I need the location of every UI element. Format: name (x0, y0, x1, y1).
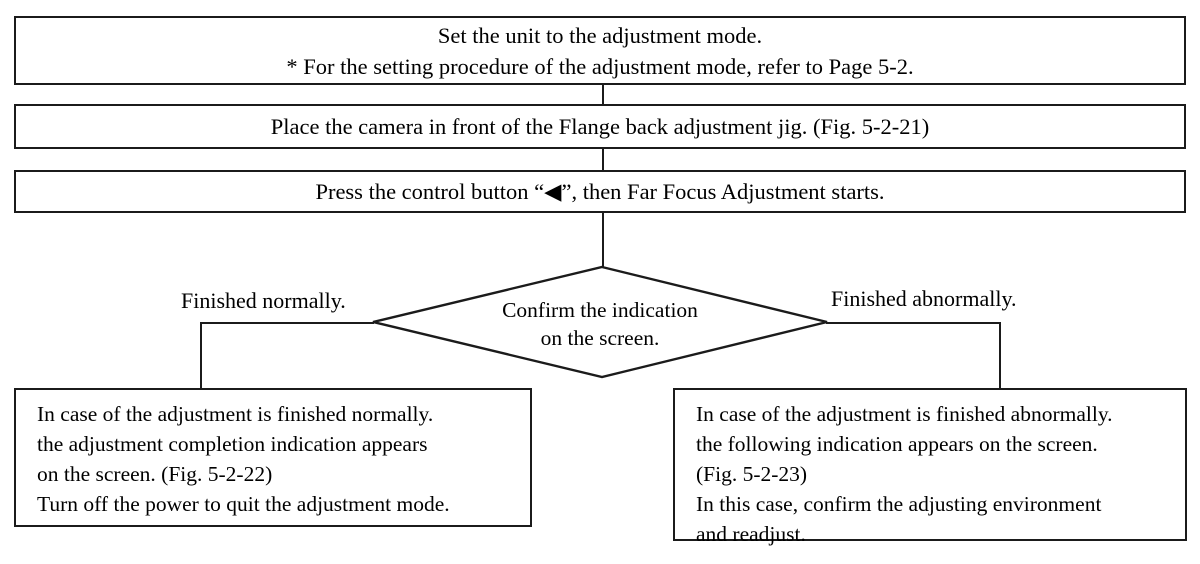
outcome-abnormal-line-2: the following indication appears on the … (696, 432, 1098, 456)
outcome-normal-line-3: on the screen. (Fig. 5-2-22) (37, 462, 273, 486)
outcome-abnormal-line-5: and readjust. (696, 522, 806, 546)
flow-step-press-control-button: Press the control button “◀”, then Far F… (14, 170, 1186, 213)
outcome-abnormal-line-4: In this case, confirm the adjusting envi… (696, 492, 1102, 516)
outcome-abnormal-line-3: (Fig. 5-2-23) (696, 462, 808, 486)
connector-decision-left-horizontal (200, 322, 374, 324)
outcome-abnormal-line-1: In case of the adjustment is finished ab… (696, 402, 1113, 426)
outcome-normal-line-4: Turn off the power to quit the adjustmen… (37, 492, 450, 516)
decision-label: Confirm the indication on the screen. (370, 296, 830, 352)
decision-line-1: Confirm the indication (502, 298, 698, 322)
outcome-normal-line-1: In case of the adjustment is finished no… (37, 402, 434, 426)
connector-decision-right-vertical (999, 322, 1001, 388)
connector-step2-step3 (602, 149, 604, 170)
connector-decision-left-vertical (200, 322, 202, 388)
flow-step-set-adjustment-mode: Set the unit to the adjustment mode. * F… (14, 16, 1186, 85)
decision-line-2: on the screen. (540, 326, 660, 350)
step-2-line-1: Place the camera in front of the Flange … (270, 113, 930, 139)
branch-label-finished-abnormally: Finished abnormally. (831, 286, 1017, 311)
step-1-line-2: * For the setting procedure of the adjus… (286, 53, 914, 79)
decision-confirm-indication (370, 265, 830, 379)
branch-label-finished-normally: Finished normally. (181, 288, 346, 313)
outcome-box-normal: In case of the adjustment is finished no… (14, 388, 532, 527)
step-3-line-1: Press the control button “◀”, then Far F… (315, 178, 885, 204)
flow-step-place-camera: Place the camera in front of the Flange … (14, 104, 1186, 149)
connector-step1-step2 (602, 85, 604, 104)
outcome-normal-line-2: the adjustment completion indication app… (37, 432, 428, 456)
step-1-line-1: Set the unit to the adjustment mode. (437, 22, 763, 48)
connector-step3-decision (602, 213, 604, 268)
connector-decision-right-horizontal (826, 322, 1001, 324)
outcome-box-abnormal: In case of the adjustment is finished ab… (673, 388, 1187, 546)
